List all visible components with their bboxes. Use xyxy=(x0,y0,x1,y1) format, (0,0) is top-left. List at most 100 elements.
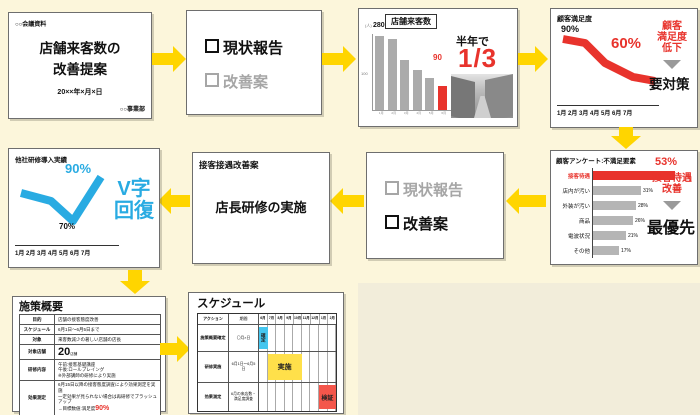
slide-satisfaction: 顧客満足度 90% 60% 顧客 満足度 低下 要対策 1月 2月 3月 4月 … xyxy=(550,8,698,128)
agenda-label: 改善案 xyxy=(403,216,449,233)
col-header-action: アクション xyxy=(198,314,229,324)
value-line: 午前:接客基礎講座 xyxy=(58,362,157,368)
month-cell xyxy=(293,325,302,351)
gantt-bar-検証: 検証 xyxy=(318,385,336,409)
month-cell xyxy=(328,325,337,351)
agenda-list: 現状報告改善案 xyxy=(385,179,463,247)
month-cell xyxy=(285,325,294,351)
arrow-right-icon xyxy=(322,46,356,72)
row-value: 6月1日〜6月5日まで xyxy=(55,325,160,334)
dip-value-label: 70% xyxy=(59,222,76,231)
survey-category: 接客待遇 xyxy=(567,173,590,180)
checkbox-icon xyxy=(385,215,399,229)
month-cell xyxy=(328,352,337,382)
bar-2月 xyxy=(387,39,397,110)
value-text: ※外部講師の研修により実施 xyxy=(58,372,116,378)
callout-text: 顧客 満足度 低下 xyxy=(649,21,695,54)
month-cell xyxy=(268,325,277,351)
survey-bar-zone xyxy=(592,168,694,183)
action-label: 効果測定 xyxy=(198,383,229,411)
value-text: 店舗の接客態度改善 xyxy=(58,316,99,322)
row-label: 研修内容 xyxy=(20,360,55,380)
value-text: 午後:ロールプレイング xyxy=(58,367,105,373)
arrow-left-icon xyxy=(506,188,546,214)
meeting-doc-label: ○○会議資料 xyxy=(15,22,47,28)
survey-bar xyxy=(593,186,641,195)
value-line: ※外部講師の研修により実施 xyxy=(58,373,157,379)
value-text: 6月15日以降の接客態度調査により効果測定を実施 xyxy=(58,382,156,393)
month-cells: 実施 xyxy=(259,352,337,382)
period-label: 6月1日〜6月5日 xyxy=(229,352,259,382)
survey-bar xyxy=(593,171,675,180)
survey-value: 28% xyxy=(638,202,649,209)
bar-5月 xyxy=(425,78,434,110)
table-row: 目的店舗の接客態度改善 xyxy=(20,315,160,324)
period-label: 〇月×日 xyxy=(229,325,259,351)
month-header: 6月 xyxy=(259,314,268,324)
callout-text: V字 回復 xyxy=(111,178,157,222)
arrow-left-icon xyxy=(158,188,190,214)
value-text: 20 xyxy=(58,345,71,358)
month-header: 11月 xyxy=(302,314,312,324)
value-line: 6月1日〜6月5日まで xyxy=(58,327,157,333)
month-cell xyxy=(302,383,311,411)
first-bar-value: 280 xyxy=(373,22,385,29)
survey-category: その他 xyxy=(573,248,590,255)
month-cell xyxy=(293,383,302,411)
conclusion-text: 要対策 xyxy=(649,77,690,92)
row-value: 午前:接客基礎講座午後:ロールプレイング※外部講師の研修により実施 xyxy=(55,360,160,380)
end-value-label: 60% xyxy=(611,35,642,52)
period-label: 6月の来店数・満足度調査 xyxy=(229,383,259,411)
x-tick-label: 2月 xyxy=(391,111,397,115)
month-header: 7月 xyxy=(268,314,277,324)
triangle-down-icon xyxy=(663,60,681,69)
checkbox-icon xyxy=(205,39,219,53)
slide-recovery: 他社研修導入実績 90% 70% V字 回復 1月 2月 3月 4月 5月 6月… xyxy=(8,148,160,268)
x-tick-label: 3月 xyxy=(403,111,409,115)
month-cell xyxy=(276,383,285,411)
callout-text: 接客待遇 改善 xyxy=(647,173,697,196)
row-value: 6月15日以降の接客態度調査により効果測定を実施一定効果が見られない場合は再研修… xyxy=(55,381,160,415)
month-cell xyxy=(319,352,328,382)
month-cell xyxy=(276,325,285,351)
slide-agenda-1: 現状報告改善案 xyxy=(186,10,322,115)
arrow-left-icon xyxy=(330,188,364,214)
chart-title: 他社研修導入実績 xyxy=(15,157,67,164)
x-tick-label: 1月 xyxy=(378,111,384,115)
annotation-fraction: 1/3 xyxy=(458,43,498,73)
value-line: 一定効果が見られない場合は再研修でブラッシュアップ xyxy=(58,394,157,405)
bar-4月 xyxy=(412,70,422,110)
callout-line: 改善 xyxy=(662,183,682,195)
month-header: 9月 xyxy=(285,314,294,324)
survey-value: 31% xyxy=(643,187,654,194)
survey-bar xyxy=(593,246,619,255)
table-row: 対象来客数減少の著しい店舗の店長 xyxy=(20,334,160,344)
top-value-label: 53% xyxy=(655,156,678,168)
value-text: 90% xyxy=(95,404,110,412)
last-bar-value: 90 xyxy=(433,53,442,62)
row-label: 効果測定 xyxy=(20,380,55,415)
survey-bar xyxy=(593,231,626,240)
agenda-label: 現状報告 xyxy=(223,40,284,57)
survey-category: 電波状況 xyxy=(567,233,590,240)
survey-category: 外装が汚い xyxy=(562,203,590,210)
proposal-header: 接客接遇改善案 xyxy=(199,160,259,170)
row-label: スケジュール xyxy=(20,325,55,334)
arrow-down-icon xyxy=(611,127,641,149)
bar-1月 xyxy=(375,36,384,110)
agenda-item: 改善案 xyxy=(385,213,463,234)
month-cell xyxy=(285,383,294,411)
row-label: 目的 xyxy=(20,315,55,324)
survey-bar xyxy=(593,201,636,210)
conclusion-text: 最優先 xyxy=(647,220,696,237)
